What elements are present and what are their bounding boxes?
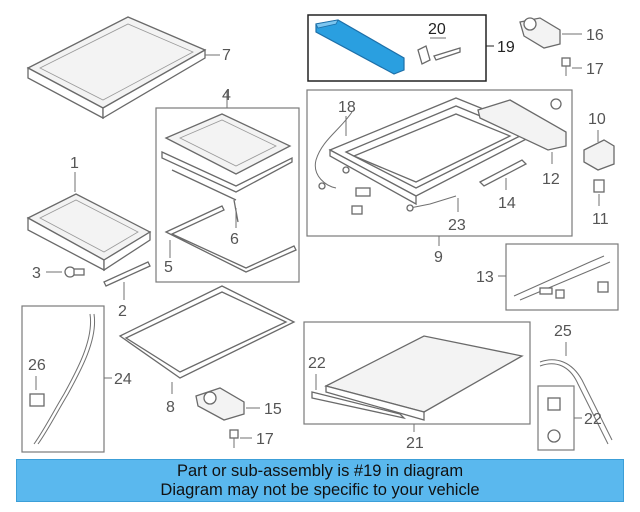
part-17-screw-bottom[interactable] [229, 429, 252, 448]
callout-6: 6 [230, 231, 239, 248]
part-27-clip[interactable] [29, 393, 45, 407]
part-3-bolt[interactable] [46, 266, 85, 278]
part-8-weatherstrip[interactable] [118, 285, 296, 394]
callout-3: 3 [32, 265, 41, 282]
part-11-nut[interactable] [593, 179, 605, 206]
callout-23: 22 [584, 411, 602, 428]
callout-26: 25 [554, 323, 572, 340]
part-13-drive-cables[interactable] [513, 255, 611, 301]
part-23-clips[interactable] [547, 397, 561, 443]
callout-8: 8 [166, 399, 175, 416]
part-5-frame-seal[interactable] [164, 205, 297, 273]
part-10-bracket[interactable] [583, 139, 615, 171]
callout-15: 15 [264, 401, 282, 418]
part-18-drain-hose[interactable] [314, 111, 371, 215]
callout-17-bottom: 17 [256, 431, 274, 448]
callout-4: 4 [222, 87, 231, 104]
part-7-glass-panel[interactable] [26, 16, 220, 120]
callout-27: 26 [28, 357, 46, 374]
callout-11: 11 [592, 211, 609, 228]
part-19-wind-deflector[interactable] [315, 19, 405, 75]
part-17-screw-top[interactable] [561, 57, 582, 76]
callout-20: 20 [428, 21, 446, 38]
callout-5: 5 [164, 259, 173, 276]
callout-10: 10 [588, 111, 606, 128]
part-12-rail-assembly[interactable] [477, 98, 567, 164]
part-21-sunshade[interactable] [311, 335, 524, 421]
callout-14: 14 [498, 195, 516, 212]
part-21-group-box [303, 321, 531, 425]
part-26-drain-hose[interactable] [539, 359, 613, 445]
part-13-group-box [505, 243, 619, 311]
part-20-clip[interactable] [417, 37, 461, 65]
part-16-motor[interactable] [519, 17, 582, 49]
part-25-drain-hose[interactable] [33, 313, 96, 445]
info-banner-line-1: Part or sub-assembly is #19 in diagram [176, 462, 464, 480]
part-25-group-box [21, 305, 105, 453]
callout-7: 7 [222, 47, 231, 64]
callout-21: 21 [406, 435, 424, 452]
part-24-cable[interactable] [406, 195, 459, 212]
info-banner-line-2: Diagram may not be specific to your vehi… [160, 481, 480, 499]
callout-17-top: 17 [586, 61, 604, 78]
part-1-glass-panel[interactable] [26, 193, 152, 272]
callout-25: 24 [114, 371, 132, 388]
part-19-group-box [307, 14, 487, 82]
info-banner: Part or sub-assembly is #19 in diagram D… [16, 459, 624, 502]
callout-2: 2 [118, 303, 127, 320]
callout-22: 22 [308, 355, 326, 372]
part-4-deflector-glass[interactable] [161, 113, 293, 201]
part-2-strip[interactable] [103, 261, 151, 300]
callout-19: 19 [497, 39, 515, 56]
callout-12: 12 [542, 171, 560, 188]
callout-1: 1 [70, 155, 79, 172]
callout-16: 16 [586, 27, 604, 44]
callout-9: 9 [434, 249, 443, 266]
callout-13: 13 [476, 269, 494, 286]
part-15-motor[interactable] [195, 387, 260, 421]
part-14-rail-strip[interactable] [478, 159, 528, 190]
callout-24: 23 [448, 217, 466, 234]
part-6-seal[interactable] [233, 199, 239, 228]
callout-18: 18 [338, 99, 356, 116]
